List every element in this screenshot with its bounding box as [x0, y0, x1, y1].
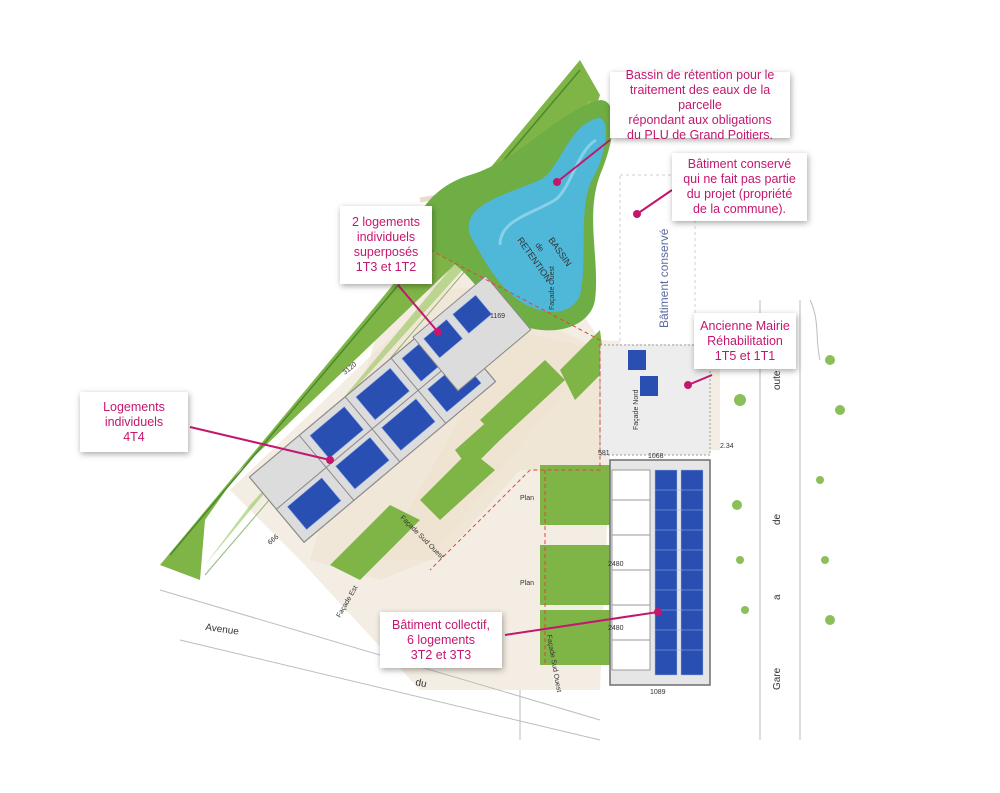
- label-1068: 1068: [648, 453, 664, 460]
- callout-superposed-dwellings: 2 logements individuels superposés 1T3 e…: [340, 206, 432, 284]
- callout-individual-line-2: individuels: [104, 414, 164, 429]
- collective-building: [540, 459, 711, 686]
- callout-town-hall-line-3: 1T5 et 1T1: [714, 348, 776, 363]
- callout-superposed-line-2: individuels: [356, 230, 416, 244]
- label-1089: 1089: [650, 689, 666, 696]
- leader-lines: [189, 139, 713, 636]
- label-batiment-conserve: Bâtiment conservé: [657, 228, 671, 328]
- label-234: 2.34: [720, 443, 734, 450]
- label-2480b: 2480: [608, 625, 624, 632]
- label-plan-2: Plan: [520, 580, 534, 587]
- label-gare: Gare: [772, 667, 783, 690]
- callout-collective-line-3: 3T2 et 3T3: [410, 647, 472, 662]
- callout-superposed-line-3: superposés: [353, 245, 419, 259]
- callout-collective-building: Bâtiment collectif, 6 logements 3T2 et 3…: [380, 612, 502, 668]
- callout-conserved-building-line-4: de la commune).: [692, 202, 787, 216]
- retention-basin: [415, 100, 614, 331]
- callout-individual-houses: Logements individuels 4T4: [80, 392, 188, 452]
- callout-conserved-building-line-1: Bâtiment conservé: [687, 157, 792, 171]
- callout-retention-basin-line-3: répondant aux obligations: [628, 112, 772, 127]
- callout-conserved-building: Bâtiment conservé qui ne fait pas partie…: [672, 153, 807, 221]
- callout-town-hall-line-2: Réhabilitation: [707, 333, 783, 348]
- label-581: 581: [598, 450, 610, 457]
- label-plan-1: Plan: [520, 495, 534, 502]
- label-facade-ouest: Façade Ouest: [549, 266, 556, 310]
- label-facade-nord: Façade Nord: [633, 389, 640, 430]
- label-2480: 2480: [608, 561, 624, 568]
- callout-retention-basin-line-2: traitement des eaux de la parcelle: [629, 82, 771, 112]
- callout-retention-basin: Bassin de rétention pour le traitement d…: [610, 68, 790, 142]
- label-la: a: [772, 594, 783, 600]
- superposed-block: [412, 275, 532, 392]
- callout-individual-line-1: Logements: [103, 399, 165, 414]
- gardens: [330, 330, 605, 580]
- old-town-hall: [599, 344, 711, 456]
- label-route: oute: [772, 370, 783, 390]
- callout-town-hall-line-1: Ancienne Mairie: [700, 318, 790, 333]
- callout-retention-basin-line-4: du PLU de Grand Poitiers.: [627, 127, 773, 142]
- callout-conserved-building-line-3: du projet (propriété: [686, 187, 793, 201]
- label-de: de: [772, 513, 783, 525]
- trees: [732, 355, 845, 625]
- callout-collective-line-1: Bâtiment collectif,: [392, 617, 490, 632]
- callout-old-town-hall: Ancienne Mairie Réhabilitation 1T5 et 1T…: [694, 313, 796, 369]
- callout-superposed-line-4: 1T3 et 1T2: [355, 260, 417, 274]
- callout-retention-basin-line-1: Bassin de rétention pour le: [625, 67, 775, 82]
- property-line: [429, 249, 601, 665]
- label-avenue: Avenue: [205, 622, 240, 638]
- callout-superposed-line-1: 2 logements: [351, 215, 421, 229]
- label-1169: 1169: [490, 313, 505, 320]
- label-du: du: [414, 677, 427, 690]
- callout-conserved-building-line-2: qui ne fait pas partie: [683, 172, 796, 186]
- callout-collective-line-2: 6 logements: [406, 632, 476, 647]
- callout-individual-line-3: 4T4: [123, 429, 145, 444]
